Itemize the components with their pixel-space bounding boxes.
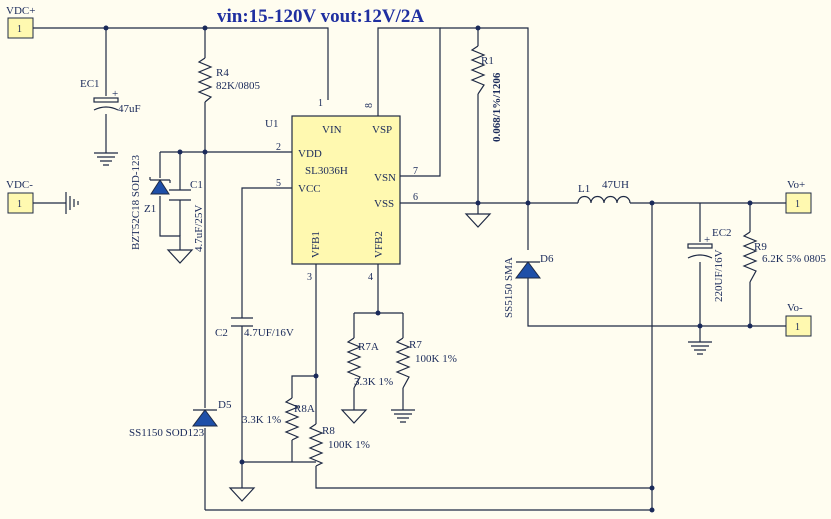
ec2-value: 220UF/16V: [713, 249, 725, 302]
zener-z1: Z1 BZT52C18 SOD-123: [130, 154, 171, 250]
resistor-r7: R7 100K 1%: [395, 337, 457, 389]
d6-value: SS5150 SMA: [503, 257, 515, 318]
pin-number-6: 6: [413, 192, 418, 203]
r9-value: 6.2K 5% 0805: [762, 253, 826, 265]
ec1-polarity: +: [112, 88, 118, 100]
z1-value: BZT52C18 SOD-123: [130, 154, 142, 250]
port-vdc-minus[interactable]: VDC- 1: [6, 179, 34, 214]
port-vo-plus[interactable]: Vo+ 1: [785, 179, 812, 214]
r7a-designator: R7A: [358, 341, 379, 353]
r1-value: 0.068/1%/1206: [491, 72, 503, 142]
port-pin: 1: [795, 322, 800, 333]
l1-value: 47UH: [602, 179, 629, 191]
r8-value: 100K 1%: [328, 439, 370, 451]
r7-designator: R7: [409, 339, 422, 351]
c1-designator: C1: [190, 179, 203, 191]
port-name: VDC-: [6, 179, 33, 191]
port-pin: 1: [795, 199, 800, 210]
r8a-value: 3.3K 1%: [242, 414, 281, 426]
pin-number-3: 3: [307, 272, 312, 283]
capacitor-ec1: + EC1 47uF: [80, 78, 141, 115]
port-name: Vo+: [787, 179, 805, 191]
d5-designator: D5: [218, 399, 232, 411]
page-title: vin:15-120V vout:12V/2A: [217, 6, 424, 27]
r1-designator: R1: [481, 55, 494, 67]
diode-d5: D5 SS1150 SOD123: [129, 399, 232, 439]
r4-designator: R4: [216, 67, 229, 79]
r8-designator: R8: [322, 425, 335, 437]
r4-value: 82K/0805: [216, 80, 261, 92]
pin-label-vfb1: VFB1: [310, 231, 322, 258]
ground-symbols: [65, 152, 712, 502]
pin-label-vsp: VSP: [372, 124, 392, 136]
c2-designator: C2: [215, 327, 228, 339]
capacitor-ec2: + EC2 220UF/16V: [687, 227, 732, 302]
port-vdc-plus[interactable]: VDC+ 1: [6, 5, 35, 39]
port-pin: 1: [17, 199, 22, 210]
ic-u1: U1 SL3036H VIN VSP VDD VCC VSN VSS VFB1 …: [265, 98, 418, 283]
port-name: VDC+: [6, 5, 35, 17]
pin-number-1: 1: [318, 98, 323, 109]
c1-value: 4.7uF/25V: [193, 205, 205, 252]
junctions: [103, 25, 753, 513]
pin-label-vfb2: VFB2: [373, 231, 385, 258]
resistor-r7a: R7A 3.3K 1%: [346, 337, 393, 389]
pin-number-2: 2: [276, 142, 281, 153]
l1-designator: L1: [578, 183, 590, 195]
u1-designator: U1: [265, 118, 278, 130]
ec1-value: 47uF: [118, 103, 141, 115]
ec1-designator: EC1: [80, 78, 100, 90]
z1-designator: Z1: [144, 203, 156, 215]
resistor-r8a: R8A 3.3K 1%: [242, 397, 315, 441]
d5-value: SS1150 SOD123: [129, 427, 205, 439]
pin-label-vss: VSS: [374, 198, 394, 210]
pin-label-vdd: VDD: [298, 148, 322, 160]
pin-number-4: 4: [368, 272, 373, 283]
pin-label-vcc: VCC: [298, 183, 321, 195]
port-vo-minus[interactable]: Vo- 1: [785, 302, 812, 337]
ec2-designator: EC2: [712, 227, 732, 239]
port-name: Vo-: [787, 302, 803, 314]
resistor-r9: R9 6.2K 5% 0805: [742, 231, 826, 283]
resistor-r4: R4 82K/0805: [197, 57, 261, 103]
c2-value: 4.7UF/16V: [244, 327, 294, 339]
resistor-r1: R1 0.068/1%/1206: [470, 45, 503, 142]
u1-part: SL3036H: [305, 165, 348, 177]
pin-label-vin: VIN: [322, 124, 342, 136]
port-pin: 1: [17, 24, 22, 35]
pin-label-vsn: VSN: [374, 172, 396, 184]
inductor-l1: L1 47UH: [577, 179, 631, 204]
diode-d6: D6 SS5150 SMA: [503, 253, 554, 318]
d6-designator: D6: [540, 253, 554, 265]
capacitor-c2: C2 4.7UF/16V: [215, 317, 294, 339]
resistor-r8: R8 100K 1%: [308, 423, 370, 467]
r8a-designator: R8A: [294, 403, 315, 415]
capacitor-c1: C1 4.7uF/25V: [169, 179, 205, 252]
r7a-value: 3.3K 1%: [354, 376, 393, 388]
pin-number-8: 8: [364, 103, 375, 108]
r7-value: 100K 1%: [415, 353, 457, 365]
pin-number-5: 5: [276, 178, 281, 189]
ec2-polarity: +: [704, 234, 710, 246]
pin-number-7: 7: [413, 166, 418, 177]
r9-designator: R9: [754, 241, 767, 253]
